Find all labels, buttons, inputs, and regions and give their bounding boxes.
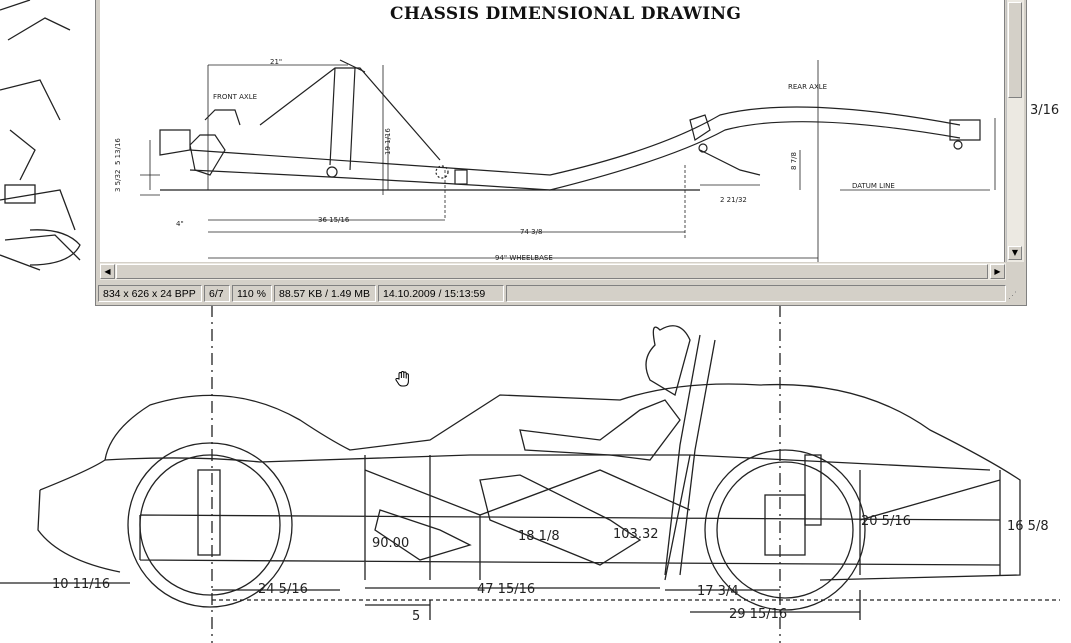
dim-3-5-32: 3 5/32 xyxy=(114,170,122,192)
dim-16-5-8: 16 5/8 xyxy=(1007,519,1049,534)
dim-18-1-8: 18 1/8 xyxy=(518,529,560,544)
scroll-arrow-right-icon[interactable]: ▶ xyxy=(990,264,1005,279)
dim-29-15-16: 29 15/16 xyxy=(729,607,787,622)
status-bar: 834 x 626 x 24 BPP 6/7 110 % 88.57 KB / … xyxy=(96,283,1026,304)
dim-21: 21" xyxy=(270,58,282,66)
horizontal-scroll-thumb[interactable] xyxy=(116,264,988,279)
dim-10-11-16: 10 11/16 xyxy=(52,577,110,592)
dim-47-15-16: 47 15/16 xyxy=(477,582,535,597)
dim-24-5-16: 24 5/16 xyxy=(258,582,308,597)
dim-5-13-16: 5 13/16 xyxy=(114,138,122,165)
dim-4: 4" xyxy=(176,220,184,228)
horizontal-scrollbar[interactable]: ◀ ▶ xyxy=(100,263,1006,280)
datum-line-label: DATUM LINE xyxy=(852,182,895,190)
rear-axle-label: REAR AXLE xyxy=(788,83,827,91)
dim-2-21-32: 2 21/32 xyxy=(720,196,747,204)
image-viewer-window: FRONT AXLE REAR AXLE DATUM LINE 94" WHEE… xyxy=(95,0,1027,306)
scroll-arrow-left-icon[interactable]: ◀ xyxy=(100,264,115,279)
status-page-counter: 6/7 xyxy=(204,285,230,302)
front-axle-label: FRONT AXLE xyxy=(213,93,257,101)
wheelbase-label: 94" WHEELBASE xyxy=(495,254,553,262)
dim-3-16: 3/16 xyxy=(1030,103,1059,118)
dim-20-5-16: 20 5/16 xyxy=(861,514,911,529)
dim-5: 5 xyxy=(412,609,420,624)
scroll-arrow-down-icon[interactable]: ▼ xyxy=(1008,246,1022,260)
dim-17-3-4: 17 3/4 xyxy=(697,584,739,599)
status-datetime: 14.10.2009 / 15:13:59 xyxy=(378,285,504,302)
dim-74-3-8: 74 3/8 xyxy=(520,228,542,236)
hand-cursor-icon xyxy=(395,370,409,387)
size-grip-icon[interactable]: ⋰ xyxy=(1008,290,1017,300)
status-file-size: 88.57 KB / 1.49 MB xyxy=(274,285,376,302)
status-zoom-level: 110 % xyxy=(232,285,272,302)
dim-19-1-16: 19 1/16 xyxy=(384,128,392,155)
dim-90-00: 90.00 xyxy=(372,536,409,551)
status-empty-panel xyxy=(506,285,1006,302)
chassis-drawing: FRONT AXLE REAR AXLE DATUM LINE 94" WHEE… xyxy=(114,58,996,262)
vertical-scroll-thumb[interactable] xyxy=(1008,2,1022,98)
dim-103-32: 103.32 xyxy=(613,527,659,542)
vertical-scrollbar[interactable]: ▼ xyxy=(1006,0,1024,262)
image-canvas[interactable]: FRONT AXLE REAR AXLE DATUM LINE 94" WHEE… xyxy=(100,0,1005,262)
dim-8-7-8: 8 7/8 xyxy=(790,152,798,170)
status-image-dimensions: 834 x 626 x 24 BPP xyxy=(98,285,202,302)
drawing-title: CHASSIS DIMENSIONAL DRAWING xyxy=(390,4,742,24)
dim-36-15-16: 36 15/16 xyxy=(318,216,350,224)
